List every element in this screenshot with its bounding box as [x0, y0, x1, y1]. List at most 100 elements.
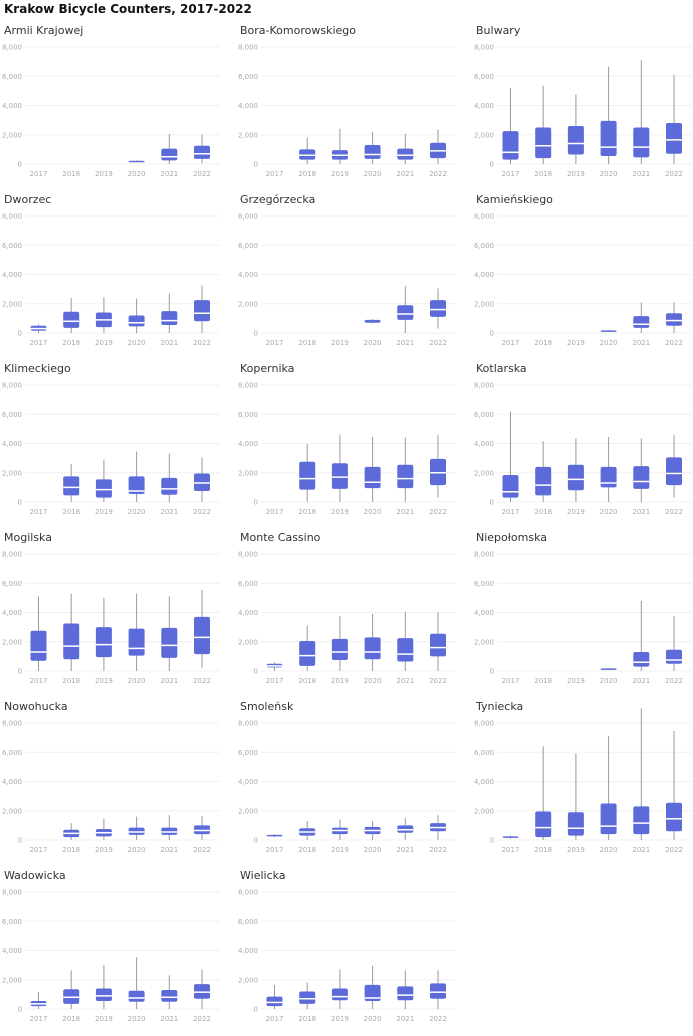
- panel-title: Armii Krajowej: [4, 24, 84, 37]
- y-tick-label: 0: [254, 161, 258, 169]
- y-tick-label: 0: [18, 837, 22, 845]
- y-tick-label: 8,000: [474, 213, 494, 221]
- y-tick-label: 4,000: [474, 778, 494, 786]
- panel-title: Smoleńsk: [240, 700, 294, 713]
- panel-title: Wielicka: [240, 869, 286, 882]
- panel-title: Klimeckiego: [4, 362, 71, 375]
- panel-title: Bulwary: [476, 24, 521, 37]
- x-tick-label: 2020: [600, 508, 618, 516]
- y-tick-label: 0: [18, 668, 22, 676]
- x-tick-label: 2019: [567, 677, 585, 685]
- x-tick-label: 2019: [331, 677, 349, 685]
- y-tick-label: 0: [18, 161, 22, 169]
- x-tick-label: 2017: [502, 846, 520, 854]
- box: [331, 463, 348, 489]
- x-tick-label: 2017: [266, 1015, 284, 1023]
- x-tick-label: 2021: [396, 170, 414, 178]
- x-tick-label: 2019: [567, 846, 585, 854]
- box: [128, 476, 145, 494]
- y-tick-label: 8,000: [238, 720, 258, 728]
- x-tick-label: 2017: [502, 170, 520, 178]
- box: [567, 812, 584, 836]
- box: [397, 638, 414, 662]
- x-tick-label: 2021: [632, 846, 650, 854]
- y-tick-label: 6,000: [238, 580, 258, 588]
- x-tick-label: 2022: [429, 339, 447, 347]
- box: [161, 989, 178, 1002]
- x-tick-label: 2021: [632, 677, 650, 685]
- y-tick-label: 2,000: [474, 638, 494, 646]
- x-tick-label: 2018: [62, 508, 80, 516]
- y-tick-label: 4,000: [238, 947, 258, 955]
- y-tick-label: 8,000: [474, 44, 494, 52]
- box: [266, 834, 283, 837]
- x-tick-label: 2021: [396, 677, 414, 685]
- y-tick-label: 6,000: [474, 242, 494, 250]
- y-tick-label: 8,000: [2, 44, 22, 52]
- panel-title: Nowohucka: [4, 700, 68, 713]
- x-tick-label: 2019: [331, 846, 349, 854]
- y-tick-label: 0: [254, 330, 258, 338]
- x-tick-label: 2022: [429, 846, 447, 854]
- x-tick-label: 2018: [62, 1015, 80, 1023]
- x-tick-label: 2019: [567, 339, 585, 347]
- box: [364, 144, 381, 159]
- box: [430, 983, 446, 999]
- x-tick-label: 2018: [298, 677, 316, 685]
- y-tick-label: 6,000: [2, 580, 22, 588]
- y-tick-label: 2,000: [474, 807, 494, 815]
- y-tick-label: 2,000: [474, 469, 494, 477]
- box: [266, 996, 283, 1007]
- box: [95, 627, 112, 658]
- y-tick-label: 4,000: [2, 440, 22, 448]
- x-tick-label: 2018: [298, 1015, 316, 1023]
- x-tick-label: 2022: [193, 170, 211, 178]
- box: [364, 319, 381, 323]
- x-tick-label: 2018: [62, 170, 80, 178]
- x-tick-label: 2019: [95, 1015, 113, 1023]
- box: [299, 991, 316, 1004]
- y-tick-label: 0: [254, 837, 258, 845]
- y-tick-label: 8,000: [474, 720, 494, 728]
- y-tick-label: 6,000: [238, 918, 258, 926]
- x-tick-label: 2020: [600, 846, 618, 854]
- x-tick-label: 2017: [502, 339, 520, 347]
- x-tick-label: 2020: [128, 846, 146, 854]
- box: [63, 623, 80, 660]
- x-tick-label: 2020: [364, 846, 382, 854]
- box: [161, 311, 178, 325]
- x-tick-label: 2019: [95, 846, 113, 854]
- box: [63, 476, 80, 496]
- x-tick-label: 2017: [30, 170, 48, 178]
- box: [128, 160, 145, 163]
- y-tick-label: 4,000: [238, 102, 258, 110]
- y-tick-label: 4,000: [474, 271, 494, 279]
- box: [397, 464, 414, 489]
- box: [567, 464, 584, 491]
- box: [600, 330, 617, 332]
- x-tick-label: 2020: [128, 339, 146, 347]
- x-tick-label: 2021: [160, 677, 178, 685]
- y-tick-label: 6,000: [238, 242, 258, 250]
- x-tick-label: 2018: [298, 846, 316, 854]
- x-tick-label: 2021: [160, 846, 178, 854]
- x-tick-label: 2021: [632, 508, 650, 516]
- x-tick-label: 2020: [128, 170, 146, 178]
- box: [95, 479, 112, 498]
- panel-title: Wadowicka: [4, 869, 66, 882]
- box: [331, 638, 348, 661]
- x-tick-label: 2020: [364, 170, 382, 178]
- box: [194, 300, 210, 322]
- y-tick-label: 2,000: [238, 131, 258, 139]
- x-tick-label: 2022: [665, 846, 683, 854]
